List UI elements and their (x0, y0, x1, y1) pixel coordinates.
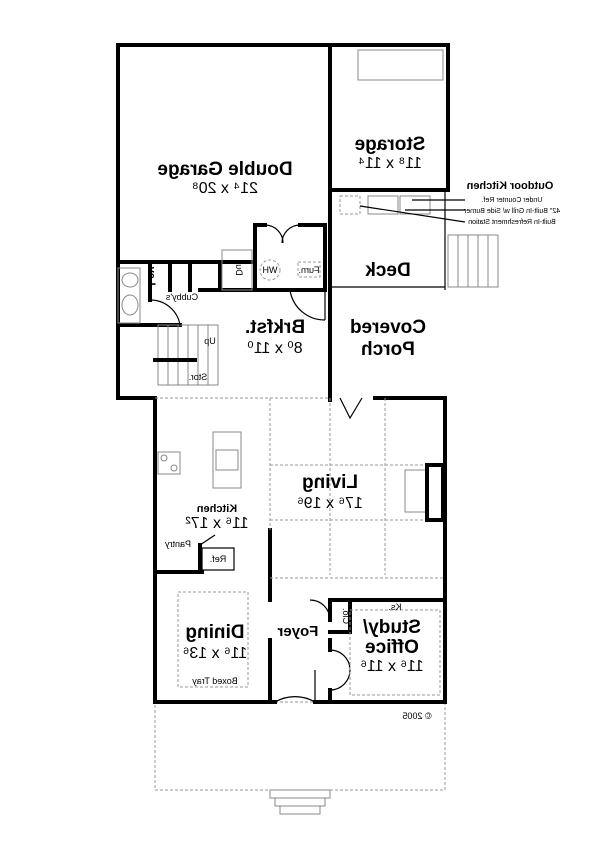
outdoor-kitchen-callout: Outdoor Kitchen Under Counter Ref. 42" B… (463, 180, 560, 226)
outdoor-kitchen-item: Under Counter Ref. (482, 197, 543, 204)
svg-text:© 2005: © 2005 (402, 711, 431, 721)
room-name-line2: Office (365, 637, 419, 658)
room-dining: Dining 11⁶ x 13⁶ Boxed Tray (183, 622, 247, 686)
label-wh: WH (263, 265, 278, 275)
outdoor-kitchen-item: Built-In Refreshment Station (468, 219, 556, 226)
deck-steps (447, 234, 499, 288)
room-dimensions: 11⁶ x 11⁶ (360, 658, 423, 675)
label-stor: Stor. (189, 372, 208, 382)
svg-text:Up: Up (204, 336, 216, 346)
outdoor-kitchen-title: Outdoor Kitchen (466, 180, 553, 192)
room-dimensions: 11⁶ x 17² (185, 515, 249, 532)
label-clo: Clo. (341, 608, 351, 624)
room-covered-porch: Covered Porch (350, 317, 426, 360)
room-deck: Deck (365, 260, 411, 281)
room-name: Double Garage (157, 159, 292, 180)
label-pantry: Pantry (164, 539, 191, 549)
room-name-line1: Covered (350, 317, 426, 338)
stairs (157, 249, 253, 386)
room-name: Kitchen (197, 503, 238, 515)
room-study-office: Study/ Office 11⁶ x 11⁶ (360, 617, 423, 675)
room-foyer: Foyer (277, 623, 318, 640)
room-brkfst: Brkfst. 8⁰ x 11⁰ (245, 317, 305, 357)
label-furn: Furn. (298, 265, 319, 275)
room-note: Boxed Tray (192, 676, 238, 686)
label-cubbys: Cubby's (165, 292, 198, 302)
outdoor-kitchen-item: 42" Built-In Grill w/ Side Burner (463, 208, 560, 215)
room-dimensions: 11⁶ x 13⁶ (183, 645, 247, 662)
svg-text:Furn.: Furn. (298, 265, 319, 275)
copyright: © 2005 (402, 711, 431, 721)
room-name: Living (302, 472, 358, 493)
room-living: Living 17⁶ x 19⁶ (297, 472, 363, 512)
svg-text:Cubby's: Cubby's (165, 292, 198, 302)
svg-text:Du: Du (234, 264, 244, 276)
label-lav: Lav. (145, 264, 157, 285)
room-name: Deck (365, 260, 411, 281)
label-ks: Ks. (388, 602, 401, 612)
svg-text:Stor.: Stor. (189, 372, 208, 382)
label-up: Up (204, 336, 216, 346)
label-ref: Ref. (210, 554, 227, 564)
room-storage: Storage 11⁸ x 11⁴ (355, 134, 426, 172)
room-dimensions: 21⁴ x 20⁸ (192, 180, 258, 197)
room-name-line2: Porch (361, 339, 415, 360)
doors (149, 224, 363, 703)
svg-text:Pantry: Pantry (164, 539, 191, 549)
room-dimensions: 11⁸ x 11⁴ (358, 155, 422, 172)
label-du: Du (234, 264, 244, 276)
svg-text:Lav.: Lav. (145, 264, 157, 285)
room-dimensions: 17⁶ x 19⁶ (297, 495, 363, 512)
room-name: Storage (355, 134, 426, 155)
room-name: Dining (185, 622, 244, 643)
room-name: Brkfst. (245, 317, 305, 338)
svg-text:Ref.: Ref. (210, 554, 227, 564)
room-dimensions: 8⁰ x 11⁰ (247, 340, 302, 357)
room-name: Foyer (277, 623, 318, 640)
svg-text:Ks.: Ks. (388, 602, 401, 612)
svg-text:Clo.: Clo. (341, 608, 351, 624)
room-name-line1: Study/ (362, 617, 421, 638)
svg-text:WH: WH (263, 265, 278, 275)
interior-lines (117, 49, 466, 696)
front-porch (154, 701, 446, 815)
room-kitchen: Kitchen 11⁶ x 17² (185, 503, 249, 532)
room-garage: Double Garage 21⁴ x 20⁸ (157, 159, 292, 197)
walls (116, 43, 450, 704)
